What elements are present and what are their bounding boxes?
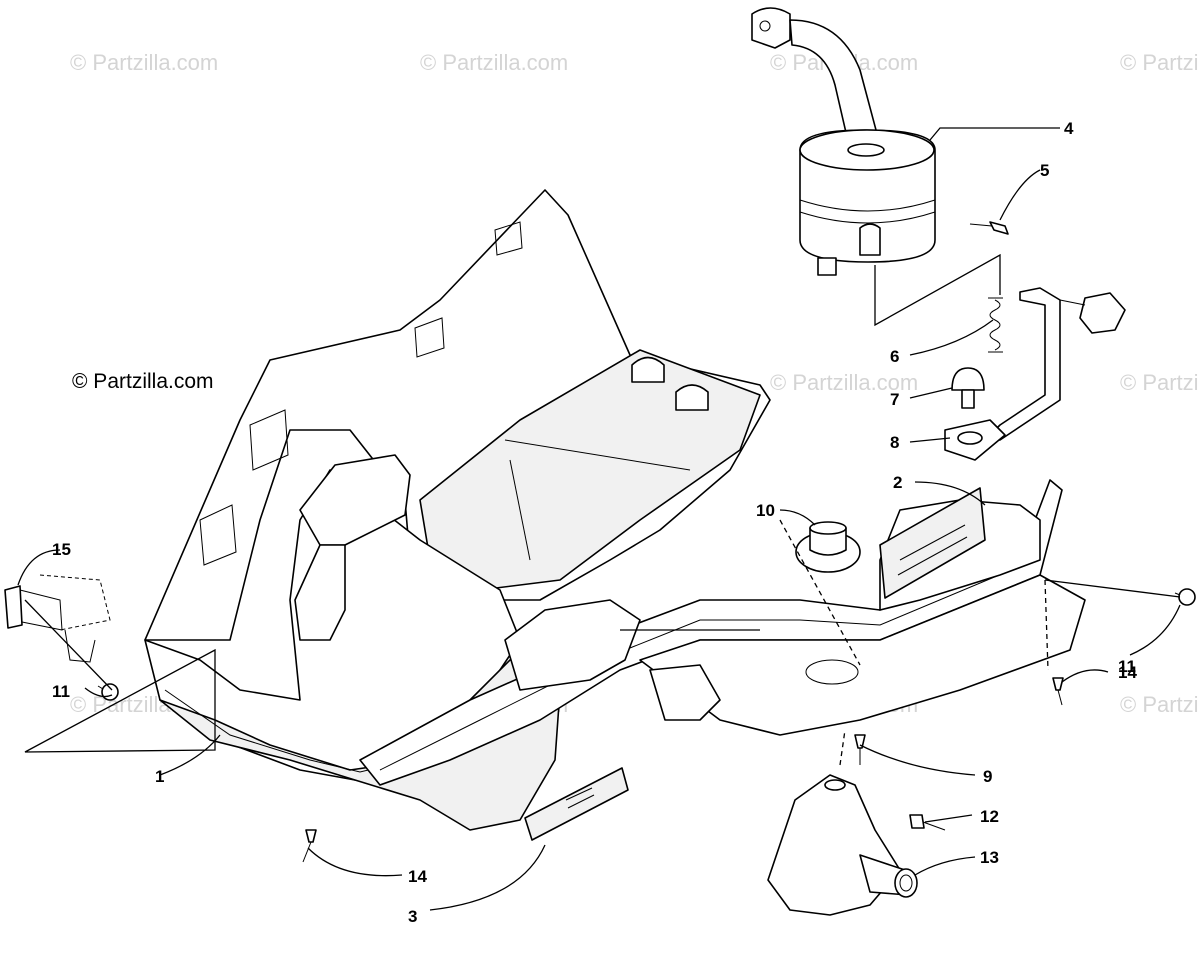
callout-10: 10 [756, 501, 775, 520]
callout-labels: 1 2 3 4 5 6 7 8 9 10 11 11 12 13 14 14 1… [52, 119, 1137, 926]
callout-2: 2 [893, 473, 902, 492]
callout-11-left: 11 [52, 682, 70, 701]
callout-3: 3 [408, 907, 417, 926]
watermark: © Partzilla.com [770, 370, 918, 395]
callout-7: 7 [890, 390, 899, 409]
callout-9: 9 [983, 767, 992, 786]
leader-lines [17, 127, 1181, 911]
part-1-body-shell[interactable] [144, 189, 1086, 831]
part-9-pin[interactable] [854, 734, 866, 765]
callout-5: 5 [1040, 161, 1049, 180]
watermark: © Partzilla.com [420, 50, 568, 75]
watermark: © Partzilla.com [70, 50, 218, 75]
part-13-funnel-duct[interactable] [767, 774, 918, 916]
callout-1: 1 [155, 767, 164, 786]
part-2-heat-shield[interactable] [879, 487, 986, 599]
callout-11-right: 11 [1118, 657, 1136, 676]
callout-14-left: 14 [408, 867, 427, 886]
callout-12: 12 [980, 807, 999, 826]
watermark: © Partzilla.com [1120, 370, 1200, 395]
part-11-push-rivet-right[interactable] [1174, 588, 1196, 606]
callout-14-right: 14 [1118, 663, 1137, 682]
part-7-rubber-cap[interactable] [951, 367, 985, 409]
part-14-rivet-left[interactable] [302, 829, 317, 863]
part-3-floor-mat[interactable] [524, 767, 629, 841]
callout-4: 4 [1064, 119, 1074, 138]
part-15-clip-bracket[interactable] [4, 574, 111, 663]
callout-15: 15 [52, 540, 71, 559]
watermark: © Partzilla.com [1120, 50, 1200, 75]
part-6-spring[interactable] [988, 297, 1003, 353]
callout-13: 13 [980, 848, 999, 867]
part-4-muffler[interactable] [751, 7, 936, 276]
callout-8: 8 [890, 433, 899, 452]
part-10-drain-cup[interactable] [795, 521, 861, 573]
part-12-bolt[interactable] [909, 814, 946, 831]
part-8-bracket[interactable] [944, 287, 1126, 461]
callout-6: 6 [890, 347, 899, 366]
watermark: © Partzilla.com [1120, 692, 1200, 717]
part-14-rivet-right[interactable] [1052, 677, 1064, 706]
copyright-notice: © Partzilla.com [72, 370, 214, 393]
part-5-rivet[interactable] [969, 221, 1009, 235]
